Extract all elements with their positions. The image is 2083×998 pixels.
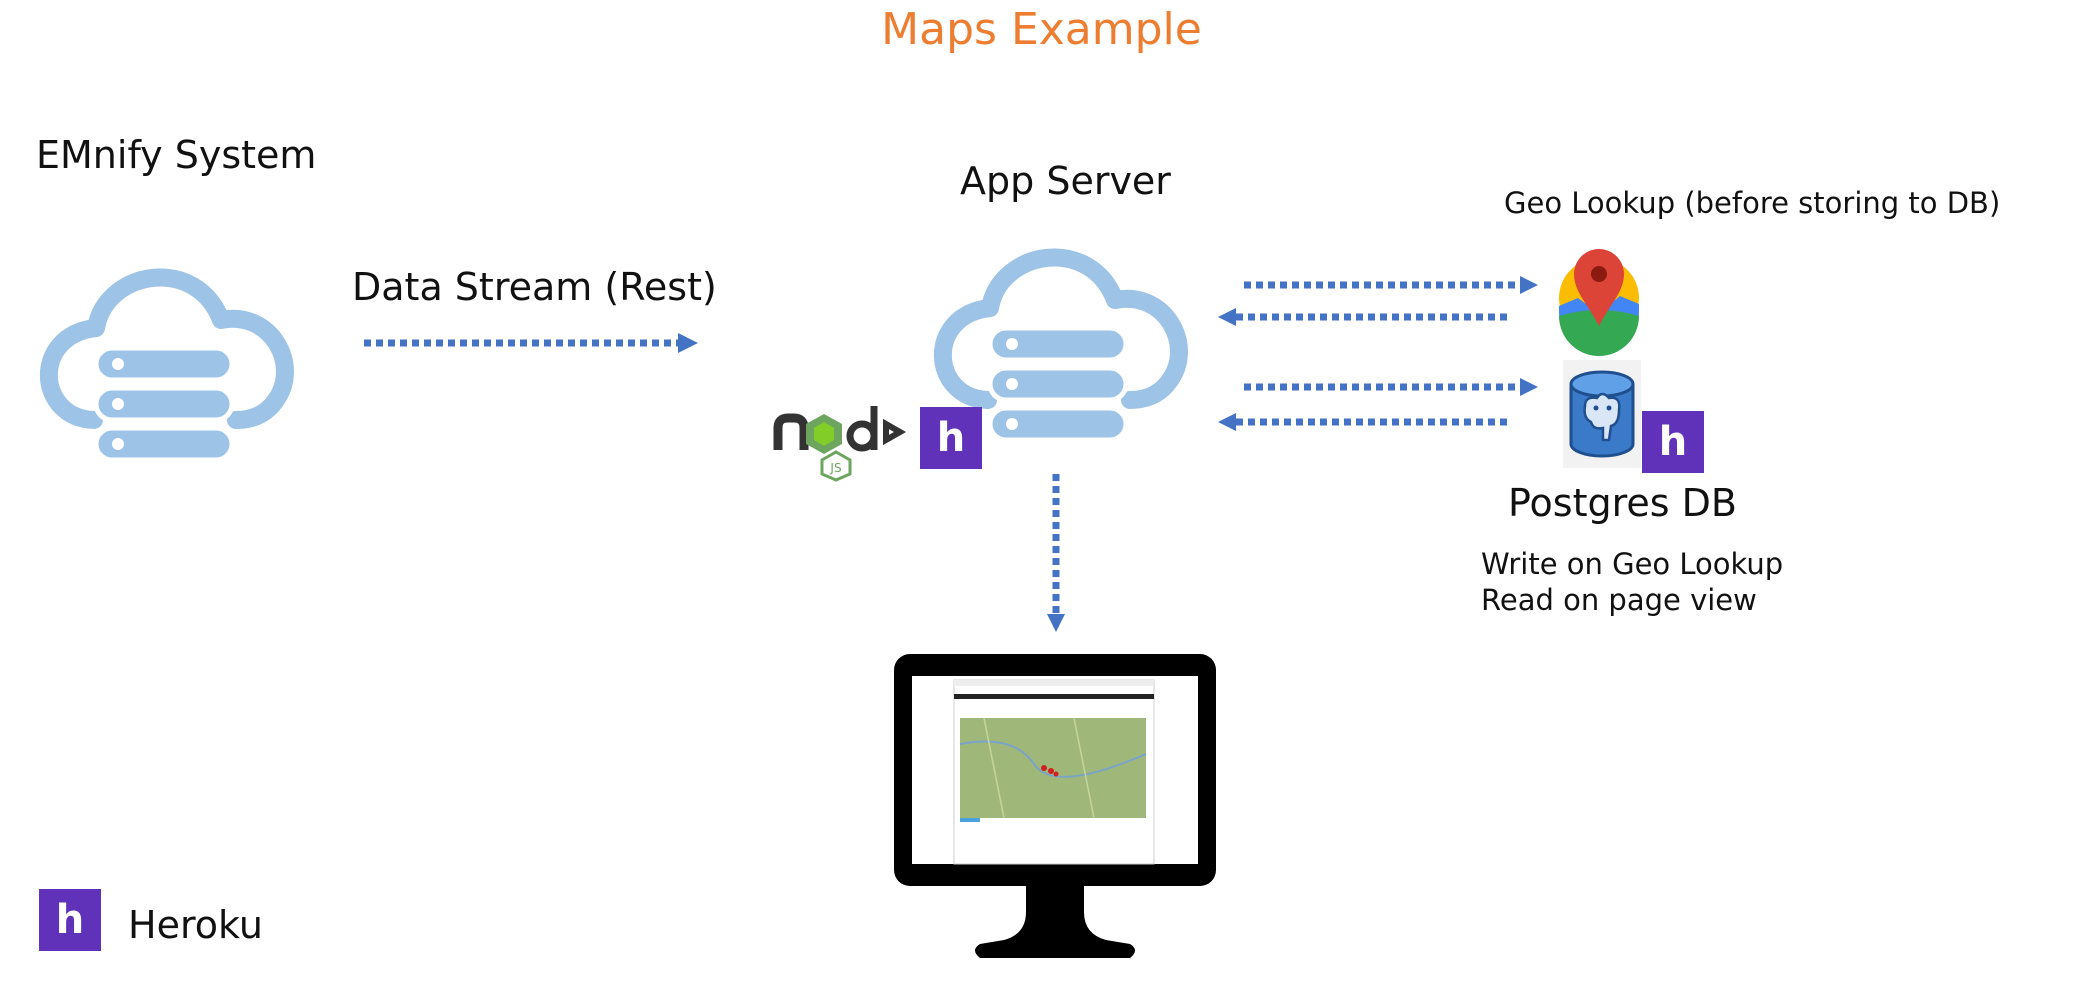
legend-heroku-label: Heroku — [128, 903, 263, 947]
monitor-map-icon — [894, 654, 1216, 958]
emnify-system-label: EMnify System — [36, 133, 317, 177]
postgres-db-label: Postgres DB — [1508, 481, 1738, 525]
geo-lookup-label: Geo Lookup (before storing to DB) — [1504, 186, 2001, 220]
geo-to-app-arrow — [1218, 308, 1512, 326]
app-to-browser-arrow — [1047, 474, 1065, 632]
nodejs-logo-icon: JS — [773, 406, 907, 482]
app-server-heroku-logo-icon: h — [920, 407, 982, 469]
svg-text:JS: JS — [829, 461, 841, 475]
postgres-note-write: Write on Geo Lookup — [1481, 547, 1784, 581]
postgres-elephant-icon — [1563, 360, 1641, 468]
google-maps-pin-icon — [1559, 249, 1639, 356]
data-stream-label: Data Stream (Rest) — [352, 265, 717, 309]
app-server-label: App Server — [960, 159, 1171, 203]
data-stream-arrow — [364, 333, 698, 353]
app-server-cloud-server-icon — [934, 248, 1188, 443]
diagram-title: Maps Example — [881, 4, 1202, 55]
postgres-note-read: Read on page view — [1481, 583, 1757, 617]
legend-heroku-logo-icon: h — [39, 889, 101, 951]
app-to-postgres-arrow — [1244, 378, 1538, 396]
postgres-to-app-arrow — [1218, 413, 1512, 431]
app-to-geo-arrow — [1244, 276, 1538, 294]
emnify-cloud-server-icon — [40, 268, 294, 463]
postgres-heroku-logo-icon: h — [1642, 411, 1704, 473]
